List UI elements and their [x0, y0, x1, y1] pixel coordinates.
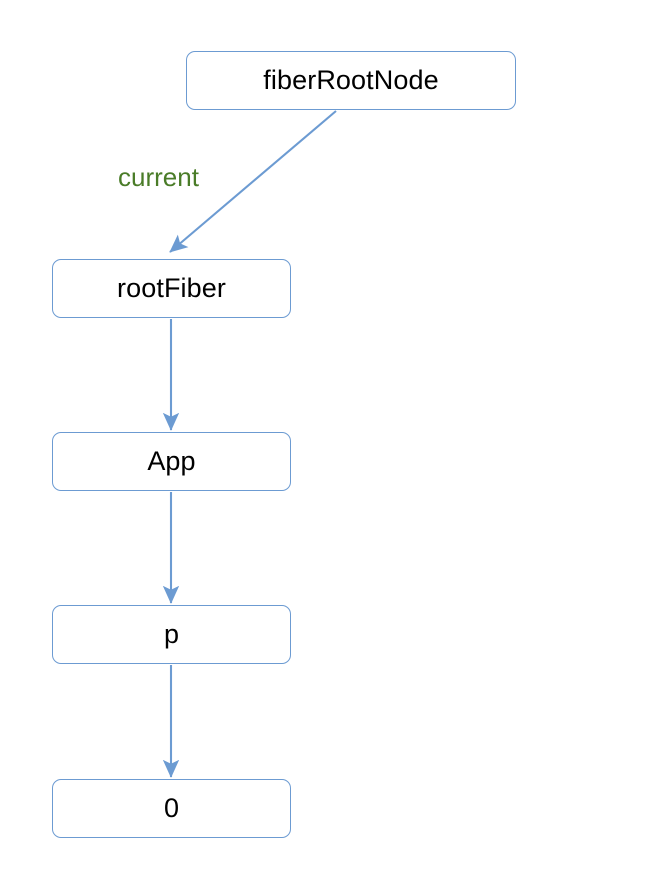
node-app-label: App	[147, 445, 196, 476]
node-fiberrootnode-label: fiberRootNode	[263, 64, 439, 95]
node-fiberrootnode[interactable]: fiberRootNode	[186, 51, 516, 110]
node-rootfiber-label: rootFiber	[117, 272, 226, 303]
node-app[interactable]: App	[52, 432, 291, 491]
node-zero[interactable]: 0	[52, 779, 291, 838]
node-p-label: p	[163, 618, 180, 649]
node-rootfiber[interactable]: rootFiber	[52, 259, 291, 318]
edge-label-current: current	[118, 162, 199, 192]
node-p[interactable]: p	[52, 605, 291, 664]
node-zero-label: 0	[163, 792, 180, 823]
